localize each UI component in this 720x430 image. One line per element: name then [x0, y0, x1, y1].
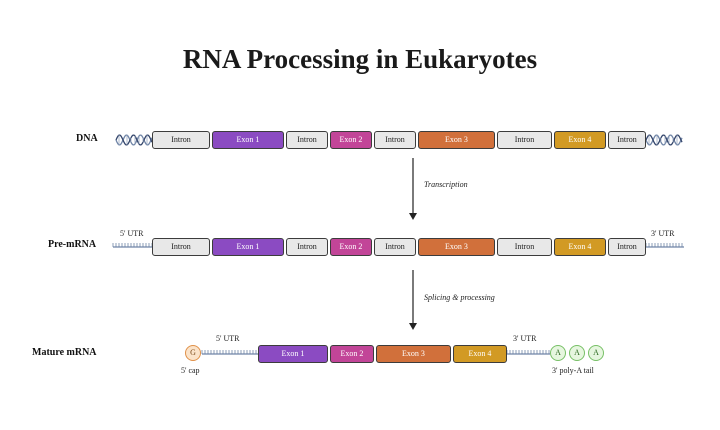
- dna-exon-2-segment: Exon 2: [330, 131, 372, 149]
- dna-exon-3-segment: Exon 3: [418, 131, 495, 149]
- dna-helix-left-strand-b: [115, 134, 153, 146]
- pre-mrna-intron-segment: Intron: [152, 238, 210, 256]
- transcription-step-label: Transcription: [424, 180, 468, 189]
- diagram-title: RNA Processing in Eukaryotes: [182, 44, 538, 74]
- mature-mrna-exon-3-segment: Exon 3: [376, 345, 451, 363]
- mature-3utr-strand-ticks: [506, 350, 550, 354]
- pre-mrna-intron-segment: Intron: [374, 238, 416, 256]
- mature-3utr-label: 3' UTR: [513, 334, 537, 343]
- pre-mrna-exon-3-segment: Exon 3: [418, 238, 495, 256]
- poly-a-bead: A: [569, 345, 585, 361]
- mature-5utr-strand-ticks: [201, 350, 257, 354]
- dna-intron-segment: Intron: [374, 131, 416, 149]
- pre-mrna-exon-1-segment: Exon 1: [212, 238, 284, 256]
- pre-mrna-5utr-label: 5' UTR: [120, 229, 144, 238]
- poly-a-bead: A: [588, 345, 604, 361]
- dna-helix-right-strand-a: [645, 134, 683, 146]
- pre-mrna-3utr-label: 3' UTR: [651, 229, 675, 238]
- mature-mrna-exon-2-segment: Exon 2: [330, 345, 374, 363]
- mature-mrna-exon-1-segment: Exon 1: [258, 345, 328, 363]
- pre-mrna-5utr-strand-ticks: [112, 243, 153, 247]
- dna-row-label: DNA: [76, 133, 98, 144]
- pre-mrna-intron-segment: Intron: [497, 238, 552, 256]
- poly-a-tail-label: 3' poly-A tail: [552, 366, 594, 375]
- poly-a-bead: A: [550, 345, 566, 361]
- pre-mrna-intron-segment: Intron: [608, 238, 646, 256]
- five-prime-cap-label: 5' cap: [181, 366, 200, 375]
- dna-intron-segment: Intron: [152, 131, 210, 149]
- splicing-step-label: Splicing & processing: [424, 293, 495, 302]
- pre-mrna-3utr-strand-ticks: [645, 243, 683, 247]
- five-prime-cap: G: [185, 345, 201, 361]
- mature-mrna-exon-4-segment: Exon 4: [453, 345, 507, 363]
- dna-helix-right-strand-b: [645, 134, 683, 146]
- pre-mrna-exon-4-segment: Exon 4: [554, 238, 606, 256]
- dna-helix-left-strand-a: [115, 134, 153, 146]
- pre-mrna-intron-segment: Intron: [286, 238, 328, 256]
- mature-mrna-row-label: Mature mRNA: [32, 347, 97, 358]
- dna-intron-segment: Intron: [286, 131, 328, 149]
- dna-intron-segment: Intron: [497, 131, 552, 149]
- mature-5utr-label: 5' UTR: [216, 334, 240, 343]
- splicing-arrow-head: [409, 323, 417, 330]
- pre-mrna-row-label: Pre-mRNA: [48, 239, 97, 250]
- dna-exon-4-segment: Exon 4: [554, 131, 606, 149]
- pre-mrna-exon-2-segment: Exon 2: [330, 238, 372, 256]
- transcription-arrow-head: [409, 213, 417, 220]
- dna-intron-segment: Intron: [608, 131, 646, 149]
- dna-exon-1-segment: Exon 1: [212, 131, 284, 149]
